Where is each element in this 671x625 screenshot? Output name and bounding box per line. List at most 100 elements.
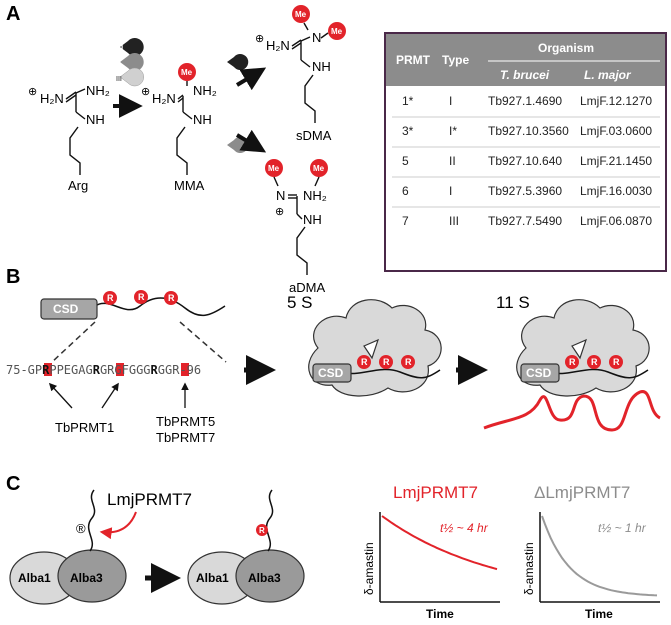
- nh2-group: NH₂: [86, 83, 110, 98]
- alba1-label: Alba1: [18, 571, 51, 585]
- arrow-mma-to-sdma: [235, 67, 267, 91]
- plot2-decay-curve: [541, 515, 658, 597]
- roman-ii: II: [117, 61, 121, 68]
- table-cell: 5: [402, 154, 409, 168]
- methyl-r-badge: [103, 291, 117, 305]
- arrow-to-r2: [101, 382, 119, 409]
- plot-delta-lmjprmt7: ΔLmjPRMT7 t½ ~ 1 hr δ-amastin Time: [522, 483, 660, 621]
- mma-label: MMA: [174, 178, 205, 193]
- plot1-xlabel: Time: [426, 607, 454, 621]
- r-label: R: [107, 293, 114, 303]
- h2n-group: H₂N: [266, 38, 290, 53]
- csd-label: CSD: [318, 366, 344, 380]
- alba1-label: Alba1: [196, 571, 229, 585]
- table-cell: LmjF.06.0870: [580, 214, 652, 228]
- table-header-organism: Organism: [538, 41, 594, 55]
- tbprmt7-label: TbPRMT7: [156, 430, 215, 445]
- n-group: N: [276, 188, 285, 203]
- tbprmt1-label: TbPRMT1: [55, 420, 114, 435]
- charge-plus: ⊕: [255, 33, 264, 45]
- adma-label: aDMA: [289, 280, 325, 295]
- table-cell: Tb927.10.640: [488, 154, 562, 168]
- table-cell: Tb927.1.4690: [488, 94, 562, 108]
- methyl-ball-icon: [178, 63, 196, 81]
- sdma-structure: Me Me H₂N ⊕ N NH sDMA: [255, 5, 346, 143]
- nh-group: NH: [303, 212, 322, 227]
- table-cell: LmjF.12.1270: [580, 94, 652, 108]
- plot1-title: LmjPRMT7: [393, 483, 478, 502]
- n-group: N: [312, 30, 321, 45]
- r-label: R: [138, 292, 145, 302]
- arg-label: Arg: [68, 178, 88, 193]
- csd-domain-box: [40, 298, 98, 320]
- me-label: Me: [295, 10, 307, 19]
- h2n-group: H₂N: [40, 91, 64, 106]
- pacman-type-i-icon: [120, 38, 144, 57]
- r-label: R: [569, 357, 576, 367]
- r-label: R: [259, 526, 265, 535]
- panel-label-c: C: [6, 473, 20, 495]
- h2n-group: H₂N: [152, 91, 176, 106]
- plot1-half-life: t½ ~ 4 hr: [440, 521, 489, 535]
- nh-group: NH: [86, 112, 105, 127]
- csd-domain-box: [520, 363, 560, 383]
- mma-structure: Me H₂N ⊕ NH₂ NH MMA: [141, 63, 217, 193]
- pacman-type-iii-icon: [119, 67, 144, 87]
- tbprmt5-label: TbPRMT5: [156, 414, 215, 429]
- svg-text:75-GPRPPEGAGRGRGFGGGRGGR-96: 75-GPRPPEGAGRGRGFGGGRGGR-96: [6, 363, 201, 377]
- table-cell: Tb927.10.3560: [488, 124, 569, 138]
- table-cell: II: [449, 154, 456, 168]
- nh2-group: NH₂: [303, 188, 327, 203]
- me-label: Me: [331, 27, 343, 36]
- alba-construct-diagram: CSD R R R: [40, 290, 227, 363]
- methyl-r-badge: [164, 291, 178, 305]
- nh-group: NH: [193, 112, 212, 127]
- plot2-half-life: t½ ~ 1 hr: [598, 521, 647, 535]
- table-cell: LmjF.03.0600: [580, 124, 652, 138]
- methyl-r-badge: [134, 290, 148, 304]
- me-label: Me: [181, 68, 193, 77]
- adma-structure: Me Me N ⊕ NH₂ NH aDMA: [265, 159, 328, 295]
- plot2-xlabel: Time: [585, 607, 613, 621]
- r-label: R: [383, 357, 390, 367]
- arrow-mma-to-adma: [235, 129, 267, 153]
- r-label: R: [168, 293, 175, 303]
- rgg-sequence: 75-GPRPPEGAGRGRGFGGGRGGR-96: [6, 363, 201, 377]
- charge-plus: ⊕: [275, 206, 284, 218]
- plot1-decay-curve: [381, 515, 498, 571]
- complex-5s: CSD R R R: [308, 299, 442, 397]
- csd-domain-box: [312, 363, 352, 383]
- table-cell: I: [449, 94, 452, 108]
- table-header-type: Type: [442, 53, 469, 67]
- rna-strand: [483, 390, 661, 432]
- me-label: Me: [313, 164, 325, 173]
- table-cell: I: [449, 184, 452, 198]
- table-header-tbrucei: T. brucei: [500, 68, 550, 82]
- table-cell: Tb927.5.3960: [488, 184, 562, 198]
- prmt-table: Organism PRMT Type T. brucei L. major 1*…: [384, 32, 667, 272]
- table-cell: LmjF.21.1450: [580, 154, 652, 168]
- table-cell: III: [449, 214, 459, 228]
- charge-plus: ⊕: [141, 86, 150, 98]
- table-header-prmt: PRMT: [396, 53, 431, 67]
- table-cell: 3*: [402, 124, 414, 138]
- plot1-ylabel: δ-amastin: [362, 542, 376, 595]
- methyl-r-badge: [256, 524, 268, 536]
- pacman-type-ii-to-sdma-icon: [227, 53, 249, 70]
- r-label: R: [405, 357, 412, 367]
- table-cell: I*: [449, 124, 457, 138]
- nh-group: NH: [312, 59, 331, 74]
- table-header-lmajor: L. major: [584, 68, 632, 82]
- csd-label: CSD: [526, 366, 552, 380]
- alba3-subunit: [57, 549, 127, 603]
- me-label: Me: [268, 164, 280, 173]
- r-label: R: [613, 357, 620, 367]
- table-cell: Tb927.7.5490: [488, 214, 562, 228]
- table-cell: 7: [402, 214, 409, 228]
- charge-plus: ⊕: [28, 86, 37, 98]
- arrow-to-r1: [48, 382, 73, 409]
- table-header-bg: [386, 34, 665, 86]
- unmethylated-r-icon: ®: [76, 521, 86, 536]
